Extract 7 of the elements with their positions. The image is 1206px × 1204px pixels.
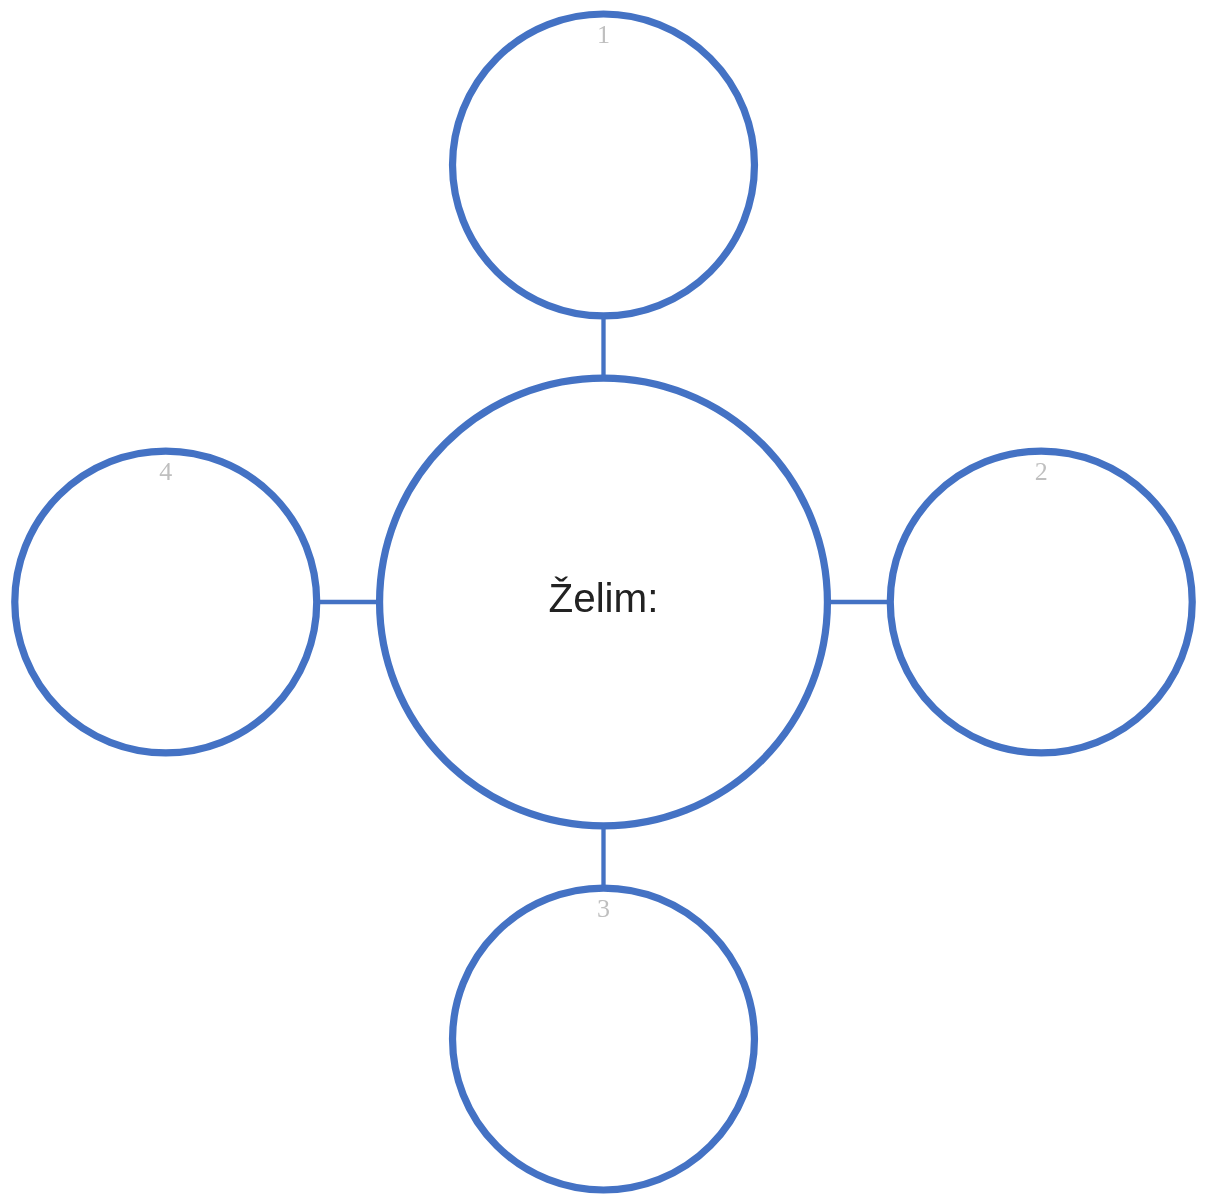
connector — [600, 826, 606, 888]
node-circle: 4 — [10, 447, 320, 757]
node-circle: Želim: — [375, 374, 831, 830]
node-circle: 3 — [448, 884, 758, 1194]
node-circle: 1 — [448, 10, 758, 320]
node-circle: 2 — [886, 447, 1196, 757]
connector — [600, 316, 606, 378]
